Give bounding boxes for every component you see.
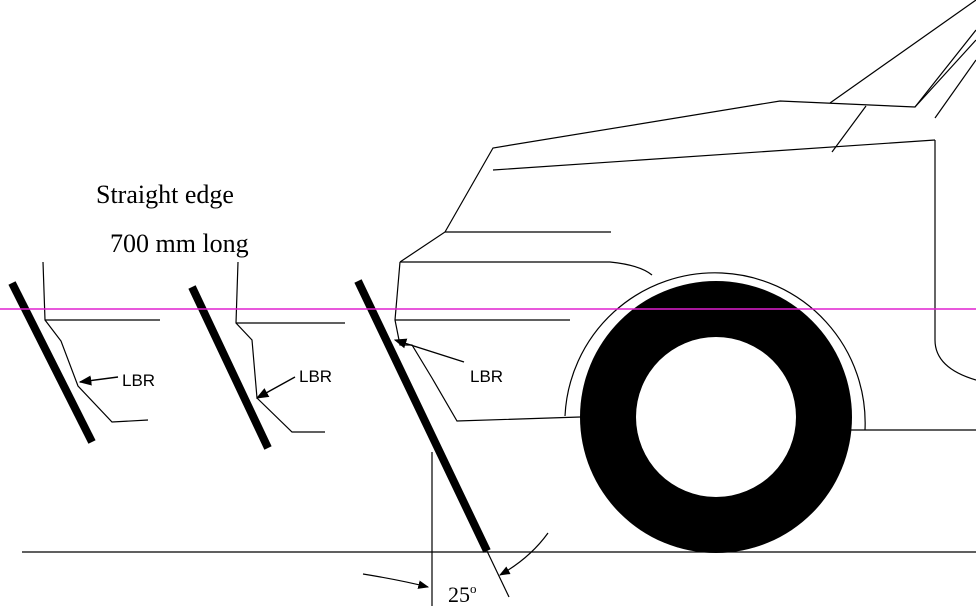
straight-edge-2 [188, 285, 272, 450]
angle-ray [486, 550, 510, 598]
angle-value: 25 [448, 582, 470, 607]
lbr-label-3: LBR [470, 367, 504, 386]
angle-arrow-left [362, 573, 430, 589]
lbr-label-2: LBR [299, 367, 333, 386]
straight-edge-caption-line1: Straight edge [96, 180, 234, 209]
windscreen-edge [829, 0, 976, 104]
profile-sketch-1 [42, 261, 160, 423]
windscreen-base [492, 139, 936, 171]
wheel-arch [564, 272, 866, 431]
a-pillar-2 [914, 39, 976, 108]
lbr-label-1: LBR [122, 371, 156, 390]
straight-edge-1 [8, 281, 96, 444]
a-pillar [831, 105, 867, 153]
lbr-arrow-1 [78, 375, 119, 386]
a-pillar-3 [934, 59, 976, 119]
wheel-hub [636, 337, 796, 497]
front-face [400, 261, 653, 276]
front-bumper-profile [394, 261, 581, 422]
angle-arrow-right [499, 532, 549, 576]
bonnet-outline [399, 29, 976, 263]
wheel-arch-cut [934, 339, 976, 381]
angle-label: 25o [448, 577, 477, 607]
lbr-arrow-3 [393, 338, 465, 363]
lbr-arrow-2 [255, 376, 296, 399]
straight-edge-caption-line2: 700 mm long [110, 229, 249, 258]
straight-edge-3 [354, 279, 491, 553]
angle-degree-symbol: o [470, 581, 477, 596]
profile-sketch-2 [235, 261, 345, 433]
